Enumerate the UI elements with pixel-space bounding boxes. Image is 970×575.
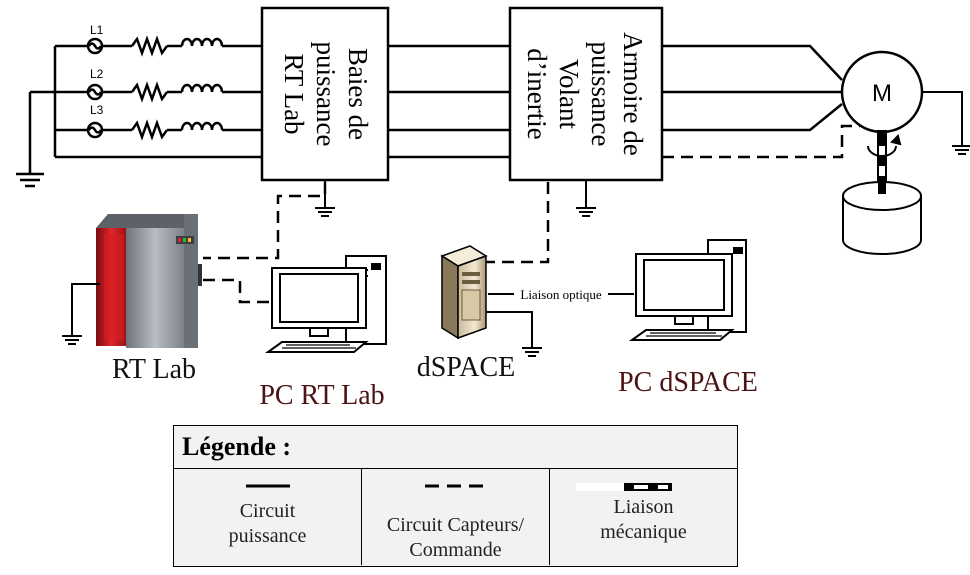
legend-items: Circuit puissance Circuit Capteurs/ Comm… bbox=[174, 469, 737, 565]
svg-text:puissance: puissance bbox=[586, 42, 616, 147]
phase-l1-line bbox=[86, 35, 262, 57]
power-bus-cabinet-to-motor bbox=[662, 44, 843, 132]
optical-link-label: Liaison optique bbox=[520, 287, 601, 302]
motor-label: M bbox=[872, 80, 892, 107]
rtlab-ground bbox=[62, 283, 100, 345]
sensor-link-dspace bbox=[486, 182, 550, 264]
power-bus-bay-to-cabinet bbox=[388, 44, 510, 159]
flywheel-cylinder bbox=[842, 181, 922, 255]
phase-label-l1: L1 bbox=[90, 23, 104, 37]
flywheel-cabinet-label: Armoire de puissance Volant d’inertie bbox=[522, 32, 648, 156]
legend-item-sensor-control-circuit: Circuit Capteurs/ Commande bbox=[362, 469, 550, 565]
svg-text:RT Lab: RT Lab bbox=[279, 53, 309, 134]
rtlab-label: RT Lab bbox=[112, 354, 196, 385]
dspace-ground bbox=[486, 311, 542, 357]
grid-source bbox=[16, 44, 262, 188]
rtlab-power-bay-label: Baies de puissance RT Lab bbox=[279, 42, 373, 147]
svg-text:puissance: puissance bbox=[311, 42, 341, 147]
rtlab-power-bay-block bbox=[260, 6, 390, 182]
rtlab-rack-icon bbox=[96, 214, 202, 348]
legend-item-power-circuit: Circuit puissance bbox=[174, 469, 362, 565]
pc-dspace-icon bbox=[628, 239, 747, 341]
phase-l3-line bbox=[86, 119, 262, 141]
sensor-link-motor bbox=[662, 124, 860, 159]
svg-text:d’inertie: d’inertie bbox=[522, 48, 552, 139]
pc-dspace-label: PC dSPACE bbox=[618, 367, 758, 398]
phase-label-l2: L2 bbox=[90, 67, 104, 81]
mechanical-link-swatch bbox=[575, 483, 672, 491]
legend: Légende : Circuit puissance Circuit Capt… bbox=[173, 425, 738, 567]
shaft-end bbox=[878, 180, 886, 194]
mechanical-shaft bbox=[877, 130, 887, 192]
svg-text:Armoire de: Armoire de bbox=[618, 32, 648, 156]
pc-rtlab-icon bbox=[264, 255, 387, 353]
sensor-link-rtlab bbox=[203, 182, 327, 304]
legend-title: Légende : bbox=[174, 426, 737, 469]
phase-label-l3: L3 bbox=[90, 103, 104, 117]
pc-rtlab-label: PC RT Lab bbox=[259, 380, 384, 411]
dspace-label: dSPACE bbox=[417, 352, 516, 383]
svg-text:Volant: Volant bbox=[554, 59, 584, 130]
legend-item-mechanical-link: Liaison mécanique bbox=[550, 469, 737, 565]
motor-ground bbox=[922, 91, 970, 155]
dashed-line-swatch bbox=[424, 484, 487, 488]
flywheel-power-cabinet-block bbox=[508, 6, 664, 182]
cabinet-ground bbox=[576, 180, 596, 217]
rotation-arrow-icon bbox=[867, 134, 902, 157]
dspace-unit-icon bbox=[440, 245, 488, 340]
phase-l2-line bbox=[86, 81, 262, 103]
svg-text:Baies de: Baies de bbox=[343, 48, 373, 140]
solid-line-swatch bbox=[245, 484, 290, 488]
